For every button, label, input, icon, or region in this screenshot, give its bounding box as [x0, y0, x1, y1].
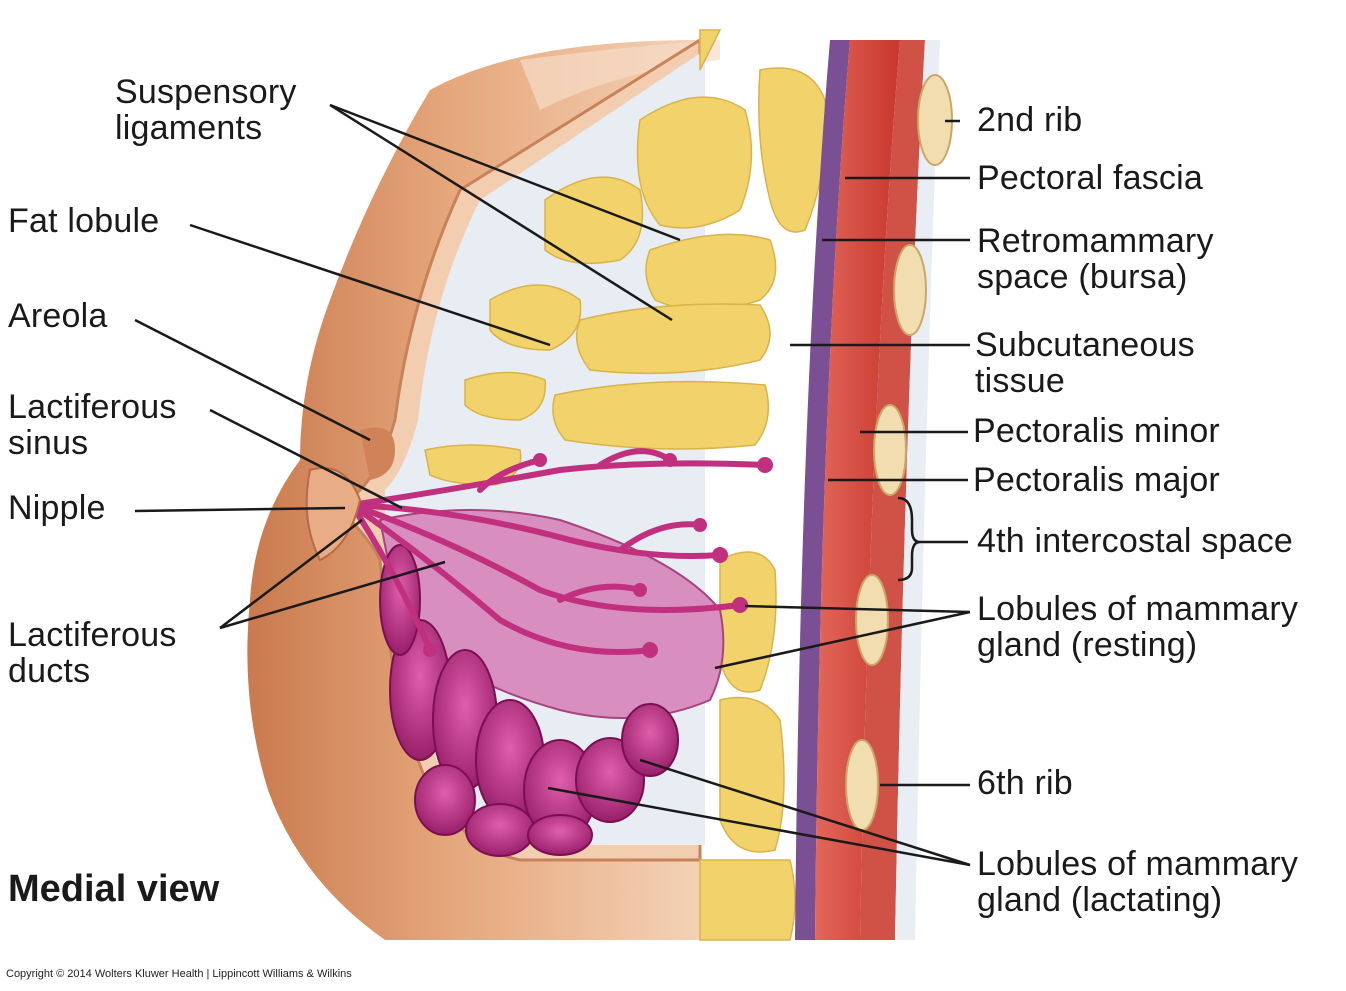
label-suspensory-ligaments: Suspensory ligaments: [115, 74, 297, 146]
label-line: space (bursa): [977, 258, 1188, 296]
label-nipple: Nipple: [8, 490, 106, 526]
label-line: 2nd rib: [977, 101, 1083, 139]
label-areola: Areola: [8, 298, 107, 334]
label-subcutaneous-tissue: Subcutaneous tissue: [975, 327, 1195, 399]
label-line: gland (lactating): [977, 881, 1223, 919]
label-line: gland (resting): [977, 626, 1198, 664]
copyright-notice: Copyright © 2014 Wolters Kluwer Health |…: [6, 968, 352, 980]
label-lobules-lactating: Lobules of mammary gland (lactating): [977, 846, 1298, 918]
label-pectoralis-major: Pectoralis major: [973, 462, 1220, 498]
leader-lines: [134, 103, 971, 867]
chest-wall: [795, 40, 953, 940]
label-line: 4th intercostal space: [977, 522, 1294, 560]
label-pectoral-fascia: Pectoral fascia: [977, 160, 1203, 196]
label-line: sinus: [8, 424, 89, 462]
label-line: Lobules of mammary: [977, 845, 1299, 883]
view-title: Medial view: [8, 868, 220, 910]
label-line: tissue: [975, 362, 1066, 400]
label-lobules-resting: Lobules of mammary gland (resting): [977, 591, 1298, 663]
duct-end-buds: [423, 453, 773, 658]
label-4th-intercostal-space: 4th intercostal space: [977, 523, 1293, 559]
label-line: Pectoralis minor: [973, 412, 1220, 450]
label-retromammary-space: Retromammary space (bursa): [977, 223, 1214, 295]
lactating-gland-tissue: [379, 544, 679, 857]
label-2nd-rib: 2nd rib: [977, 102, 1082, 138]
label-line: Lactiferous: [8, 616, 177, 654]
label-6th-rib: 6th rib: [977, 765, 1073, 801]
label-line: Areola: [8, 297, 108, 335]
label-fat-lobule: Fat lobule: [8, 203, 159, 239]
label-line: Fat lobule: [8, 202, 160, 240]
label-lactiferous-sinus: Lactiferous sinus: [8, 389, 177, 461]
fat-lobules: [424, 29, 827, 941]
label-line: Subcutaneous: [975, 326, 1195, 364]
label-line: Pectoral fascia: [977, 159, 1203, 197]
label-line: Suspensory: [115, 73, 297, 111]
label-line: ligaments: [115, 109, 263, 147]
label-pectoralis-minor: Pectoralis minor: [973, 413, 1220, 449]
label-line: Pectoralis major: [973, 461, 1220, 499]
label-line: ducts: [8, 652, 91, 690]
label-line: Lobules of mammary: [977, 590, 1299, 628]
label-line: Nipple: [8, 489, 106, 527]
lactiferous-duct-tree: [349, 448, 768, 655]
label-lactiferous-ducts: Lactiferous ducts: [8, 617, 177, 689]
label-line: Retromammary: [977, 222, 1214, 260]
label-line: 6th rib: [977, 764, 1073, 802]
label-line: Lactiferous: [8, 388, 177, 426]
